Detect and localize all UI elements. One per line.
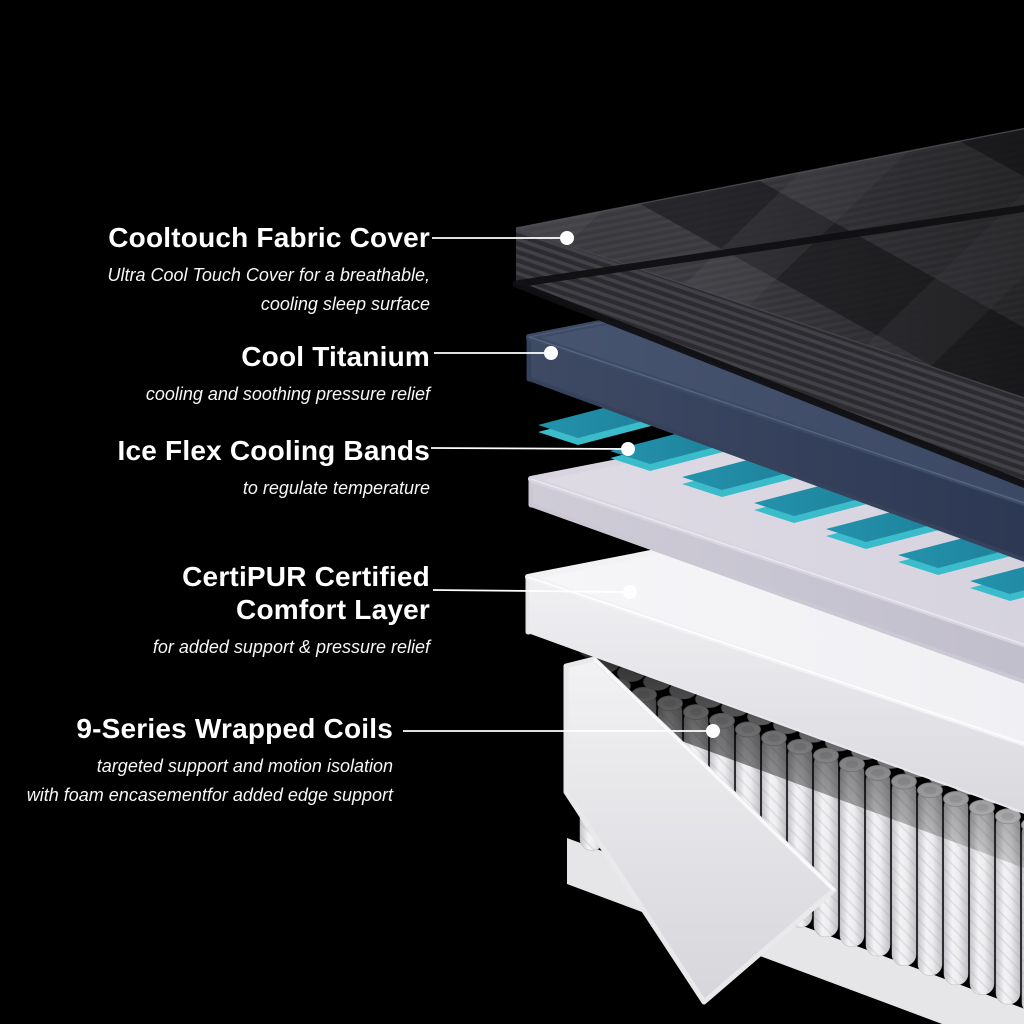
fabric-binding-tape [512,204,1024,489]
label-description: cooling and soothing pressure relief [145,384,430,404]
label-title: Cool Titanium [241,341,430,372]
leader-dot-cool-titanium [544,346,558,360]
label-cool-titanium: Cool Titanium cooling and soothing press… [146,340,430,409]
label-description: targeted support and motion isolation wi… [26,756,393,805]
leader-dot-comfort-layer [623,585,637,599]
coil-shadow [528,632,1024,868]
leader-dot-cooling-bands [621,442,635,456]
leader-dot-fabric-cover [560,231,574,245]
leader-line-cooling-bands [430,447,629,450]
coil-fabric-texture [866,769,890,957]
label-fabric-cover: Cooltouch Fabric Cover Ultra Cool Touch … [107,221,430,319]
label-title: 9-Series Wrapped Coils [76,713,393,744]
leader-lines [403,231,720,738]
label-wrapped-coils: 9-Series Wrapped Coils targeted support … [27,712,393,810]
label-cooling-bands: Ice Flex Cooling Bands to regulate tempe… [118,434,430,503]
label-comfort-layer: CertiPUR Certified Comfort Layer for add… [153,560,430,662]
foam-encasement-wedge [563,656,837,1005]
label-title: Cooltouch Fabric Cover [108,222,430,253]
leader-line-comfort-layer [432,589,631,593]
wrapped-coils-layer [528,632,1024,1024]
label-description: to regulate temperature [242,478,430,498]
foam-wedge-ridge [592,657,836,892]
cooling-band [970,566,1024,594]
label-description: Ultra Cool Touch Cover for a breathable,… [107,265,430,314]
coil-fabric-texture [840,761,864,947]
leader-dot-wrapped-coils [706,724,720,738]
label-title: Ice Flex Cooling Bands [117,435,430,466]
label-title: CertiPUR Certified Comfort Layer [182,561,430,625]
label-description: for added support & pressure relief [152,637,430,657]
